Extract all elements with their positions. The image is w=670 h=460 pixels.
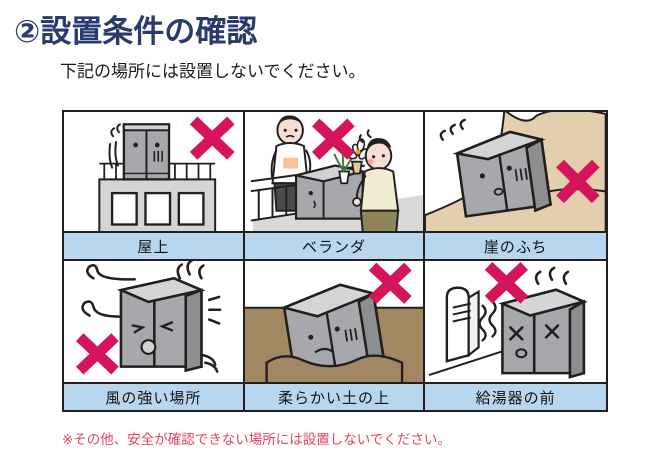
caption-cliff-edge: 崖のふち [425, 231, 606, 259]
cell-cliff-edge: 崖のふち [425, 112, 606, 261]
caption-rooftop: 屋上 [64, 231, 243, 259]
caption-soft-soil: 柔らかい土の上 [244, 382, 424, 410]
building-shape [98, 178, 217, 231]
cell-water-heater: 給湯器の前 [425, 261, 606, 410]
motion-marks [358, 129, 372, 144]
x-mark-icon [485, 261, 529, 304]
x-mark-icon [368, 262, 412, 304]
x-mark-icon [189, 116, 235, 160]
unit-near-heater [498, 288, 589, 379]
wind-swirl-marks [81, 263, 219, 373]
illustration-soft-soil [244, 261, 424, 382]
caption-veranda: ベランダ [244, 231, 424, 259]
unit-sinking [279, 283, 385, 376]
page-subtitle: 下記の場所には設置しないでください。 [60, 62, 366, 81]
illustration-windy-place [64, 261, 243, 382]
illustration-veranda [244, 112, 424, 231]
illustration-water-heater [425, 261, 606, 382]
unit-on-roof [122, 123, 171, 181]
cell-rooftop: 屋上 [64, 112, 245, 261]
unit-on-veranda [294, 164, 364, 220]
water-heater-shape [445, 286, 481, 363]
caption-windy-place: 風の強い場所 [64, 382, 243, 410]
unit-in-wind [116, 276, 206, 373]
cell-windy-place: 風の強い場所 [64, 261, 245, 410]
sweat-marks [439, 118, 467, 141]
illustration-cliff-edge [425, 112, 606, 231]
cell-soft-soil: 柔らかい土の上 [244, 261, 426, 410]
unit-at-cliff [452, 130, 553, 218]
page-title: ②設置条件の確認 [14, 14, 258, 49]
footnote-note: ※その他、安全が確認できない場所には設置しないでください。 [62, 432, 451, 447]
x-mark-icon [556, 159, 600, 204]
cell-veranda: ベランダ [244, 112, 426, 261]
sweat-marks [535, 266, 570, 286]
prohibited-locations-grid: 屋上 [62, 110, 608, 412]
x-mark-icon [311, 118, 355, 160]
vibration-marks [176, 261, 222, 325]
heat-wave-marks [478, 300, 497, 342]
person-right [351, 138, 399, 231]
illustration-rooftop [64, 112, 243, 231]
caption-water-heater: 給湯器の前 [425, 382, 606, 410]
x-mark-icon [75, 333, 119, 375]
motion-marks [108, 123, 121, 169]
